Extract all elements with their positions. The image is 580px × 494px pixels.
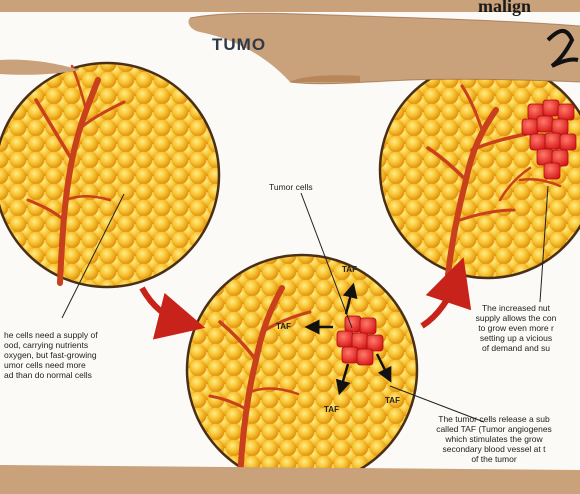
taf-label-bottom: TAF [324, 405, 339, 414]
taf-label-left: TAF [276, 322, 291, 331]
normal-tissue-circle [0, 63, 219, 318]
advanced-tumor-circle [380, 62, 580, 302]
arrow-left-to-middle [142, 288, 182, 322]
caption-right: The increased nut supply allows the con … [452, 303, 580, 353]
caption-bottom: The tumor cells release a sub called TAF… [408, 414, 580, 464]
taf-label-right: TAF [385, 396, 400, 405]
taf-label-top: TAF [342, 265, 357, 274]
tumor-cells-label: Tumor cells [269, 182, 313, 192]
caption-left: he cells need a supply of ood, carrying … [4, 330, 164, 380]
arrow-middle-to-right [422, 280, 456, 326]
corner-word: malign [478, 0, 531, 17]
page-title: TUMO [212, 35, 266, 55]
